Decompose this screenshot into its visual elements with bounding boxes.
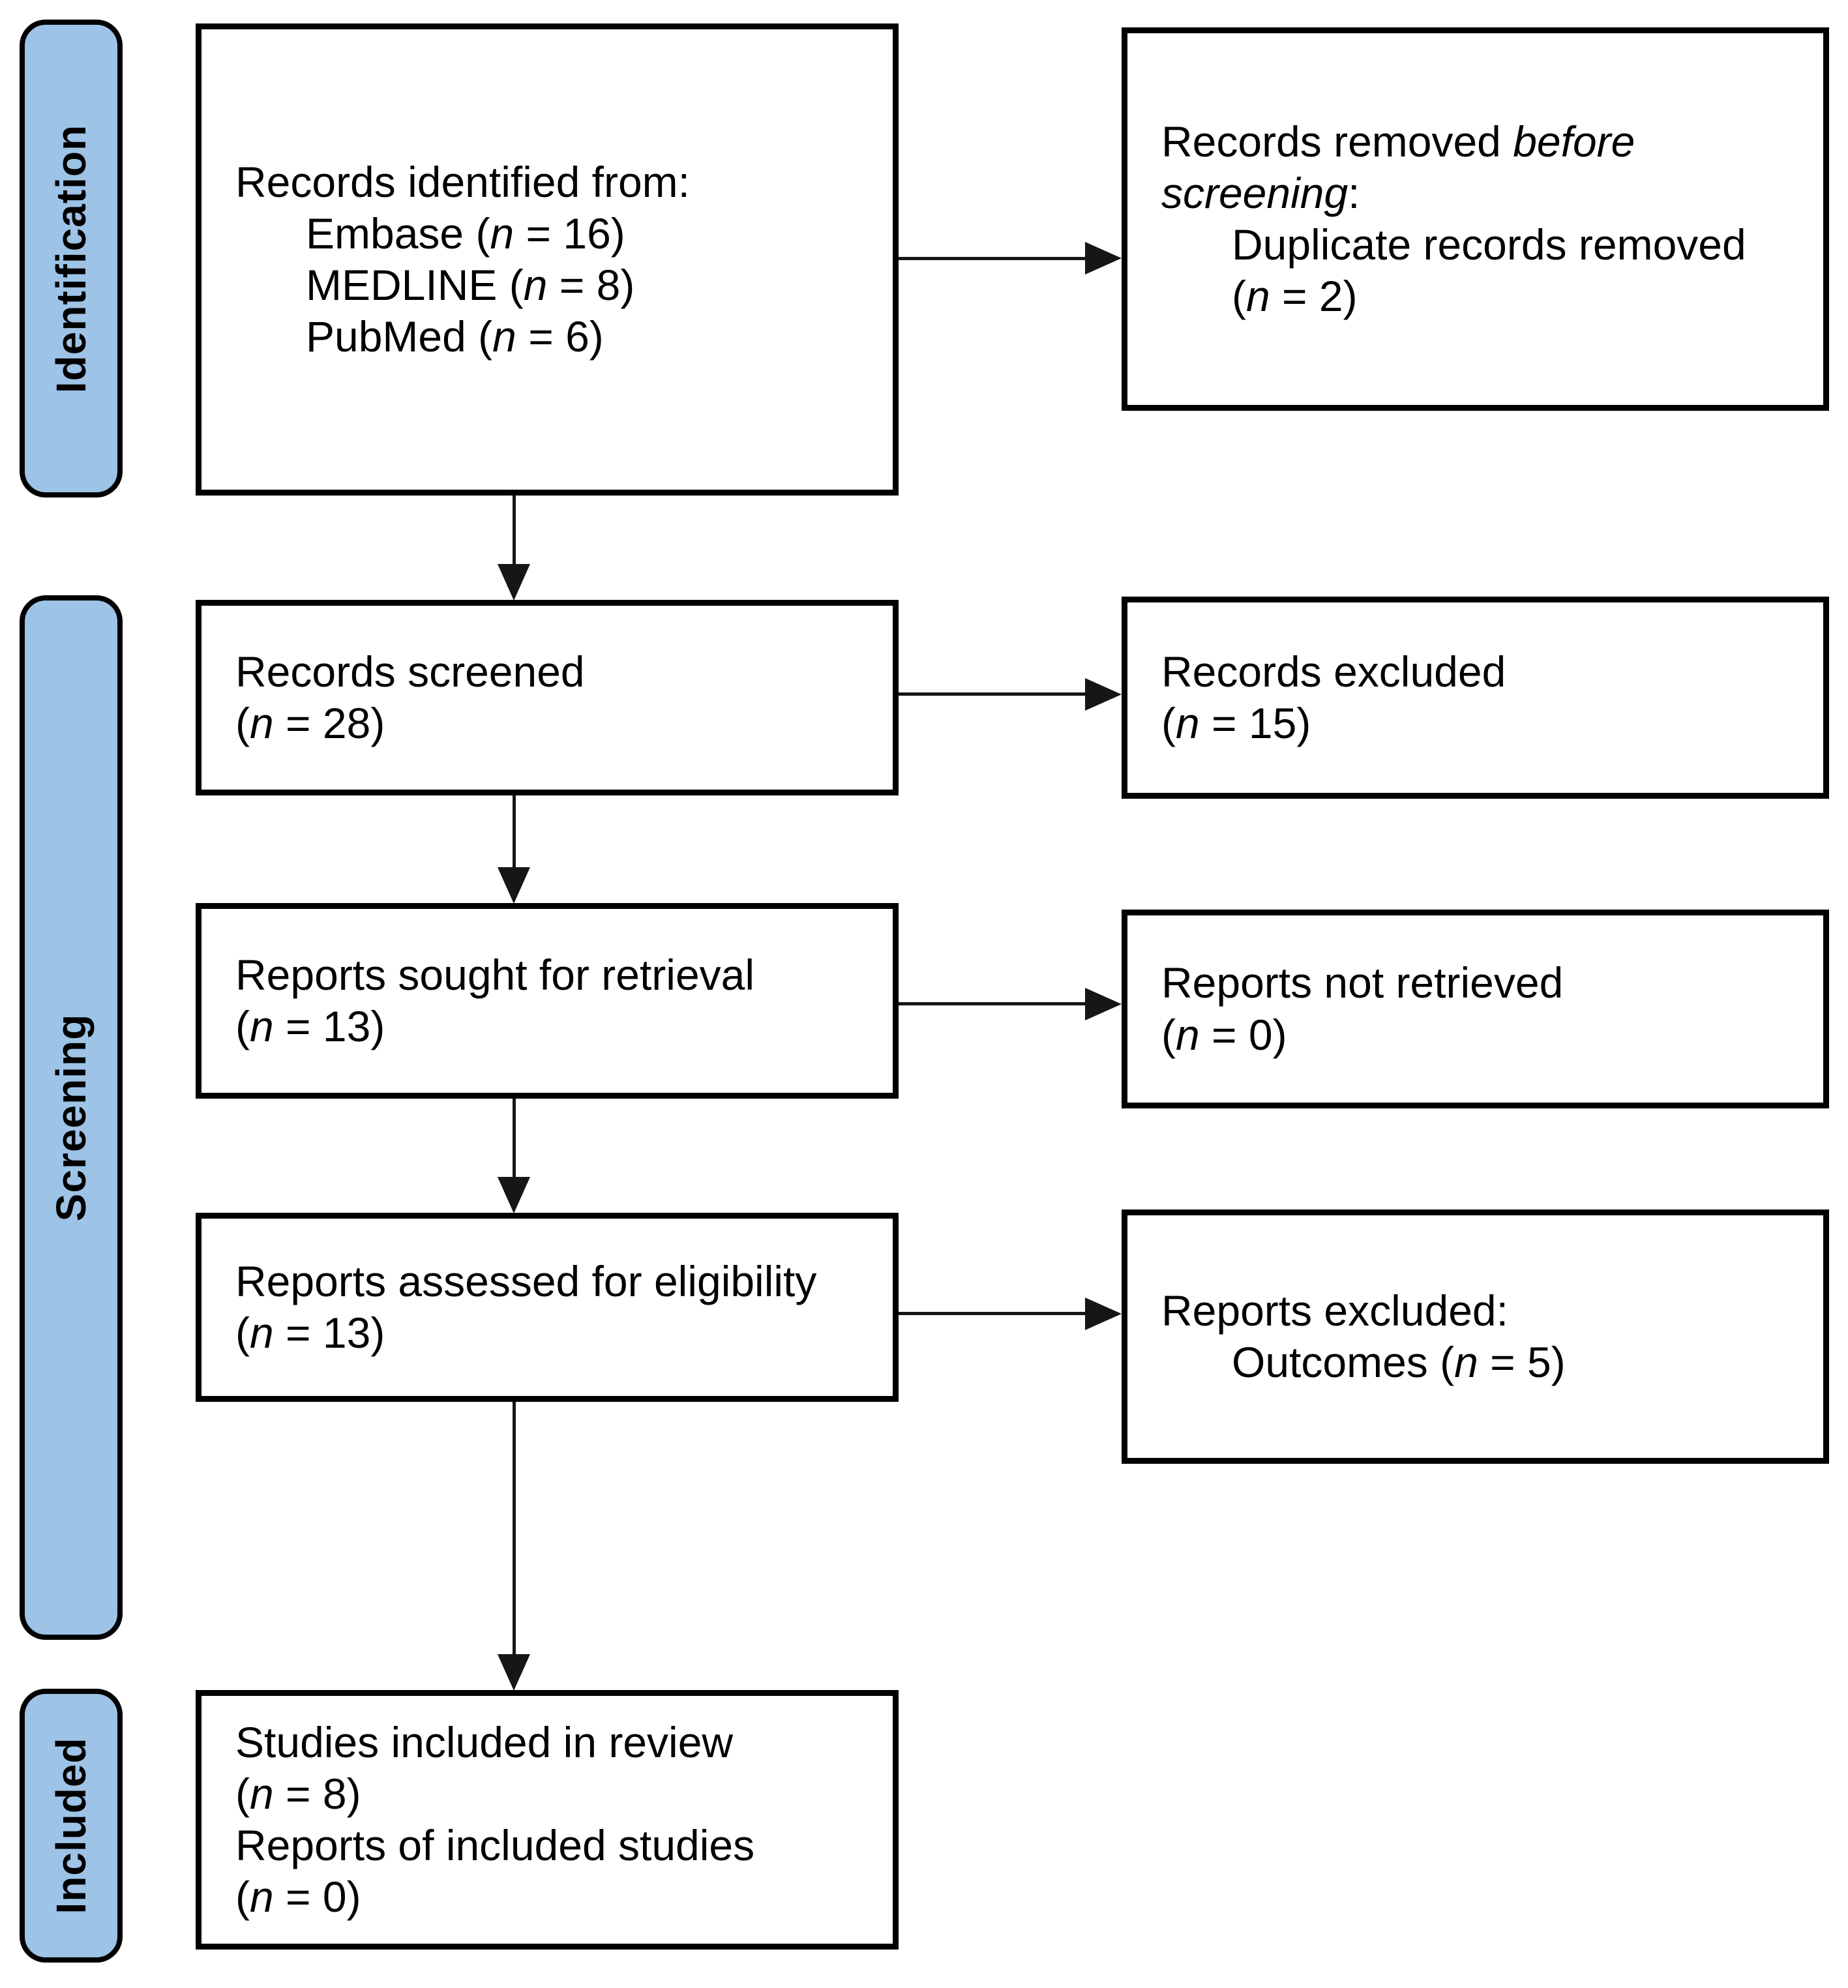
stage-label-screening: Screening: [48, 1013, 95, 1222]
stage-bar-screening: Screening: [20, 595, 123, 1640]
box-records-excluded: Records excluded(n = 15): [1122, 597, 1829, 799]
arrow-head: [498, 1177, 530, 1213]
text-line: Reports sought for retrieval: [235, 950, 755, 999]
text-line: Studies included in review: [235, 1717, 734, 1766]
box-reports-excluded: Reports excluded:Outcomes (n = 5): [1122, 1209, 1829, 1464]
arrow-shaft: [513, 496, 516, 564]
arrow-shaft: [513, 1402, 516, 1654]
text-line: screening:: [1161, 168, 1360, 217]
text-line: Outcomes (n = 5): [1232, 1338, 1566, 1386]
box-reports-sought: Reports sought for retrieval(n = 13): [196, 903, 899, 1099]
text-line: Duplicate records removed: [1232, 220, 1746, 269]
box-records-screened: Records screened(n = 28): [196, 600, 899, 795]
stage-bar-identification: Identification: [20, 20, 123, 497]
arrow-head: [1085, 242, 1122, 274]
text-line: Reports not retrieved: [1161, 958, 1564, 1007]
arrow-head: [1085, 988, 1122, 1020]
box-reports-not-retrieved: Reports not retrieved(n = 0): [1122, 910, 1829, 1108]
box-records-identified: Records identified from:Embase (n = 16)M…: [196, 23, 899, 496]
arrow-head: [1085, 678, 1122, 711]
stage-bar-included: Included: [20, 1689, 123, 1963]
arrow-shaft: [899, 692, 1085, 696]
text-line: Reports of included studies: [235, 1821, 755, 1869]
text-line: (n = 13): [235, 1002, 385, 1050]
text-line: (n = 0): [235, 1873, 361, 1921]
text-line: Reports assessed for eligibility: [235, 1256, 817, 1305]
text-line: Records removed before: [1161, 117, 1635, 166]
text-line: (n = 13): [235, 1309, 385, 1357]
arrow-shaft: [899, 257, 1085, 260]
box-studies-included: Studies included in review(n = 8)Reports…: [196, 1690, 899, 1950]
arrow-head: [498, 564, 530, 601]
text-line: Records screened: [235, 647, 585, 696]
arrow-head: [1085, 1298, 1122, 1330]
text-line: Records excluded: [1161, 647, 1506, 696]
arrow-shaft: [513, 1099, 516, 1177]
text-line: (n = 15): [1161, 699, 1311, 747]
text-line: (n = 28): [235, 699, 385, 747]
arrow-head: [498, 867, 530, 904]
text-line: PubMed (n = 6): [306, 312, 604, 361]
arrow-head: [498, 1654, 530, 1691]
arrow-shaft: [899, 1312, 1085, 1315]
stage-label-identification: Identification: [48, 124, 95, 393]
text-line: (n = 0): [1161, 1010, 1287, 1059]
stage-label-included: Included: [48, 1737, 95, 1914]
box-reports-assessed: Reports assessed for eligibility(n = 13): [196, 1213, 899, 1402]
arrow-shaft: [899, 1002, 1085, 1005]
text-line: (n = 2): [1232, 272, 1358, 321]
text-line: MEDLINE (n = 8): [306, 261, 635, 309]
text-line: Embase (n = 16): [306, 209, 625, 258]
text-line: Records identified from:: [235, 157, 690, 206]
text-line: (n = 8): [235, 1769, 361, 1818]
arrow-shaft: [513, 795, 516, 867]
text-line: Reports excluded:: [1161, 1286, 1508, 1335]
